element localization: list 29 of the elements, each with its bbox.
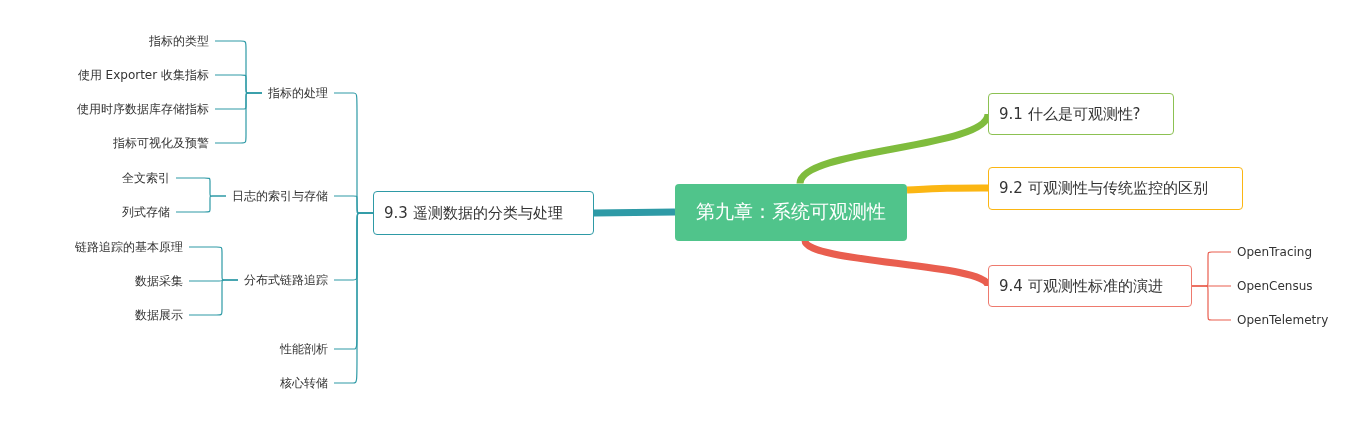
subtopic-text: 核心转储 [274,373,334,393]
topic-box: 9.4 可观测性标准的演进 [988,265,1192,307]
connector-line [593,208,676,217]
subtopic-text: OpenTelemetry [1231,310,1335,330]
connector-line [214,92,263,144]
connector-line [175,195,227,213]
subtopic-text: 性能剖析 [274,339,334,359]
subtopic-text: 列式存储 [116,202,176,222]
subtopic-text: 数据采集 [129,271,189,291]
subtopic-text: OpenCensus [1231,276,1319,296]
subtopic-text: 使用时序数据库存储指标 [71,99,215,119]
connector-line [1191,285,1232,321]
connector-line [906,184,988,194]
connector-line [188,279,239,316]
subtopic-text: 指标的类型 [143,31,215,51]
subtopic-text: 指标可视化及预警 [107,133,215,153]
subtopic-text: 数据展示 [129,305,189,325]
subtopic-text: 全文索引 [116,168,176,188]
subtopic-text: 日志的索引与存储 [226,186,334,206]
topic-box: 9.2 可观测性与传统监控的区别 [988,166,1243,210]
connector-line [333,212,374,384]
central-topic-box: 第九章：系统可观测性 [675,183,907,241]
subtopic-text: 分布式链路追踪 [238,270,334,290]
subtopic-text: 链路追踪的基本原理 [69,237,189,257]
subtopic-text: 指标的处理 [262,83,334,103]
subtopic-text: 使用 Exporter 收集指标 [71,65,215,85]
topic-box: 9.1 什么是可观测性? [988,93,1174,135]
subtopic-text: OpenTracing [1231,242,1319,262]
topic-box: 9.3 遥测数据的分类与处理 [373,191,594,235]
